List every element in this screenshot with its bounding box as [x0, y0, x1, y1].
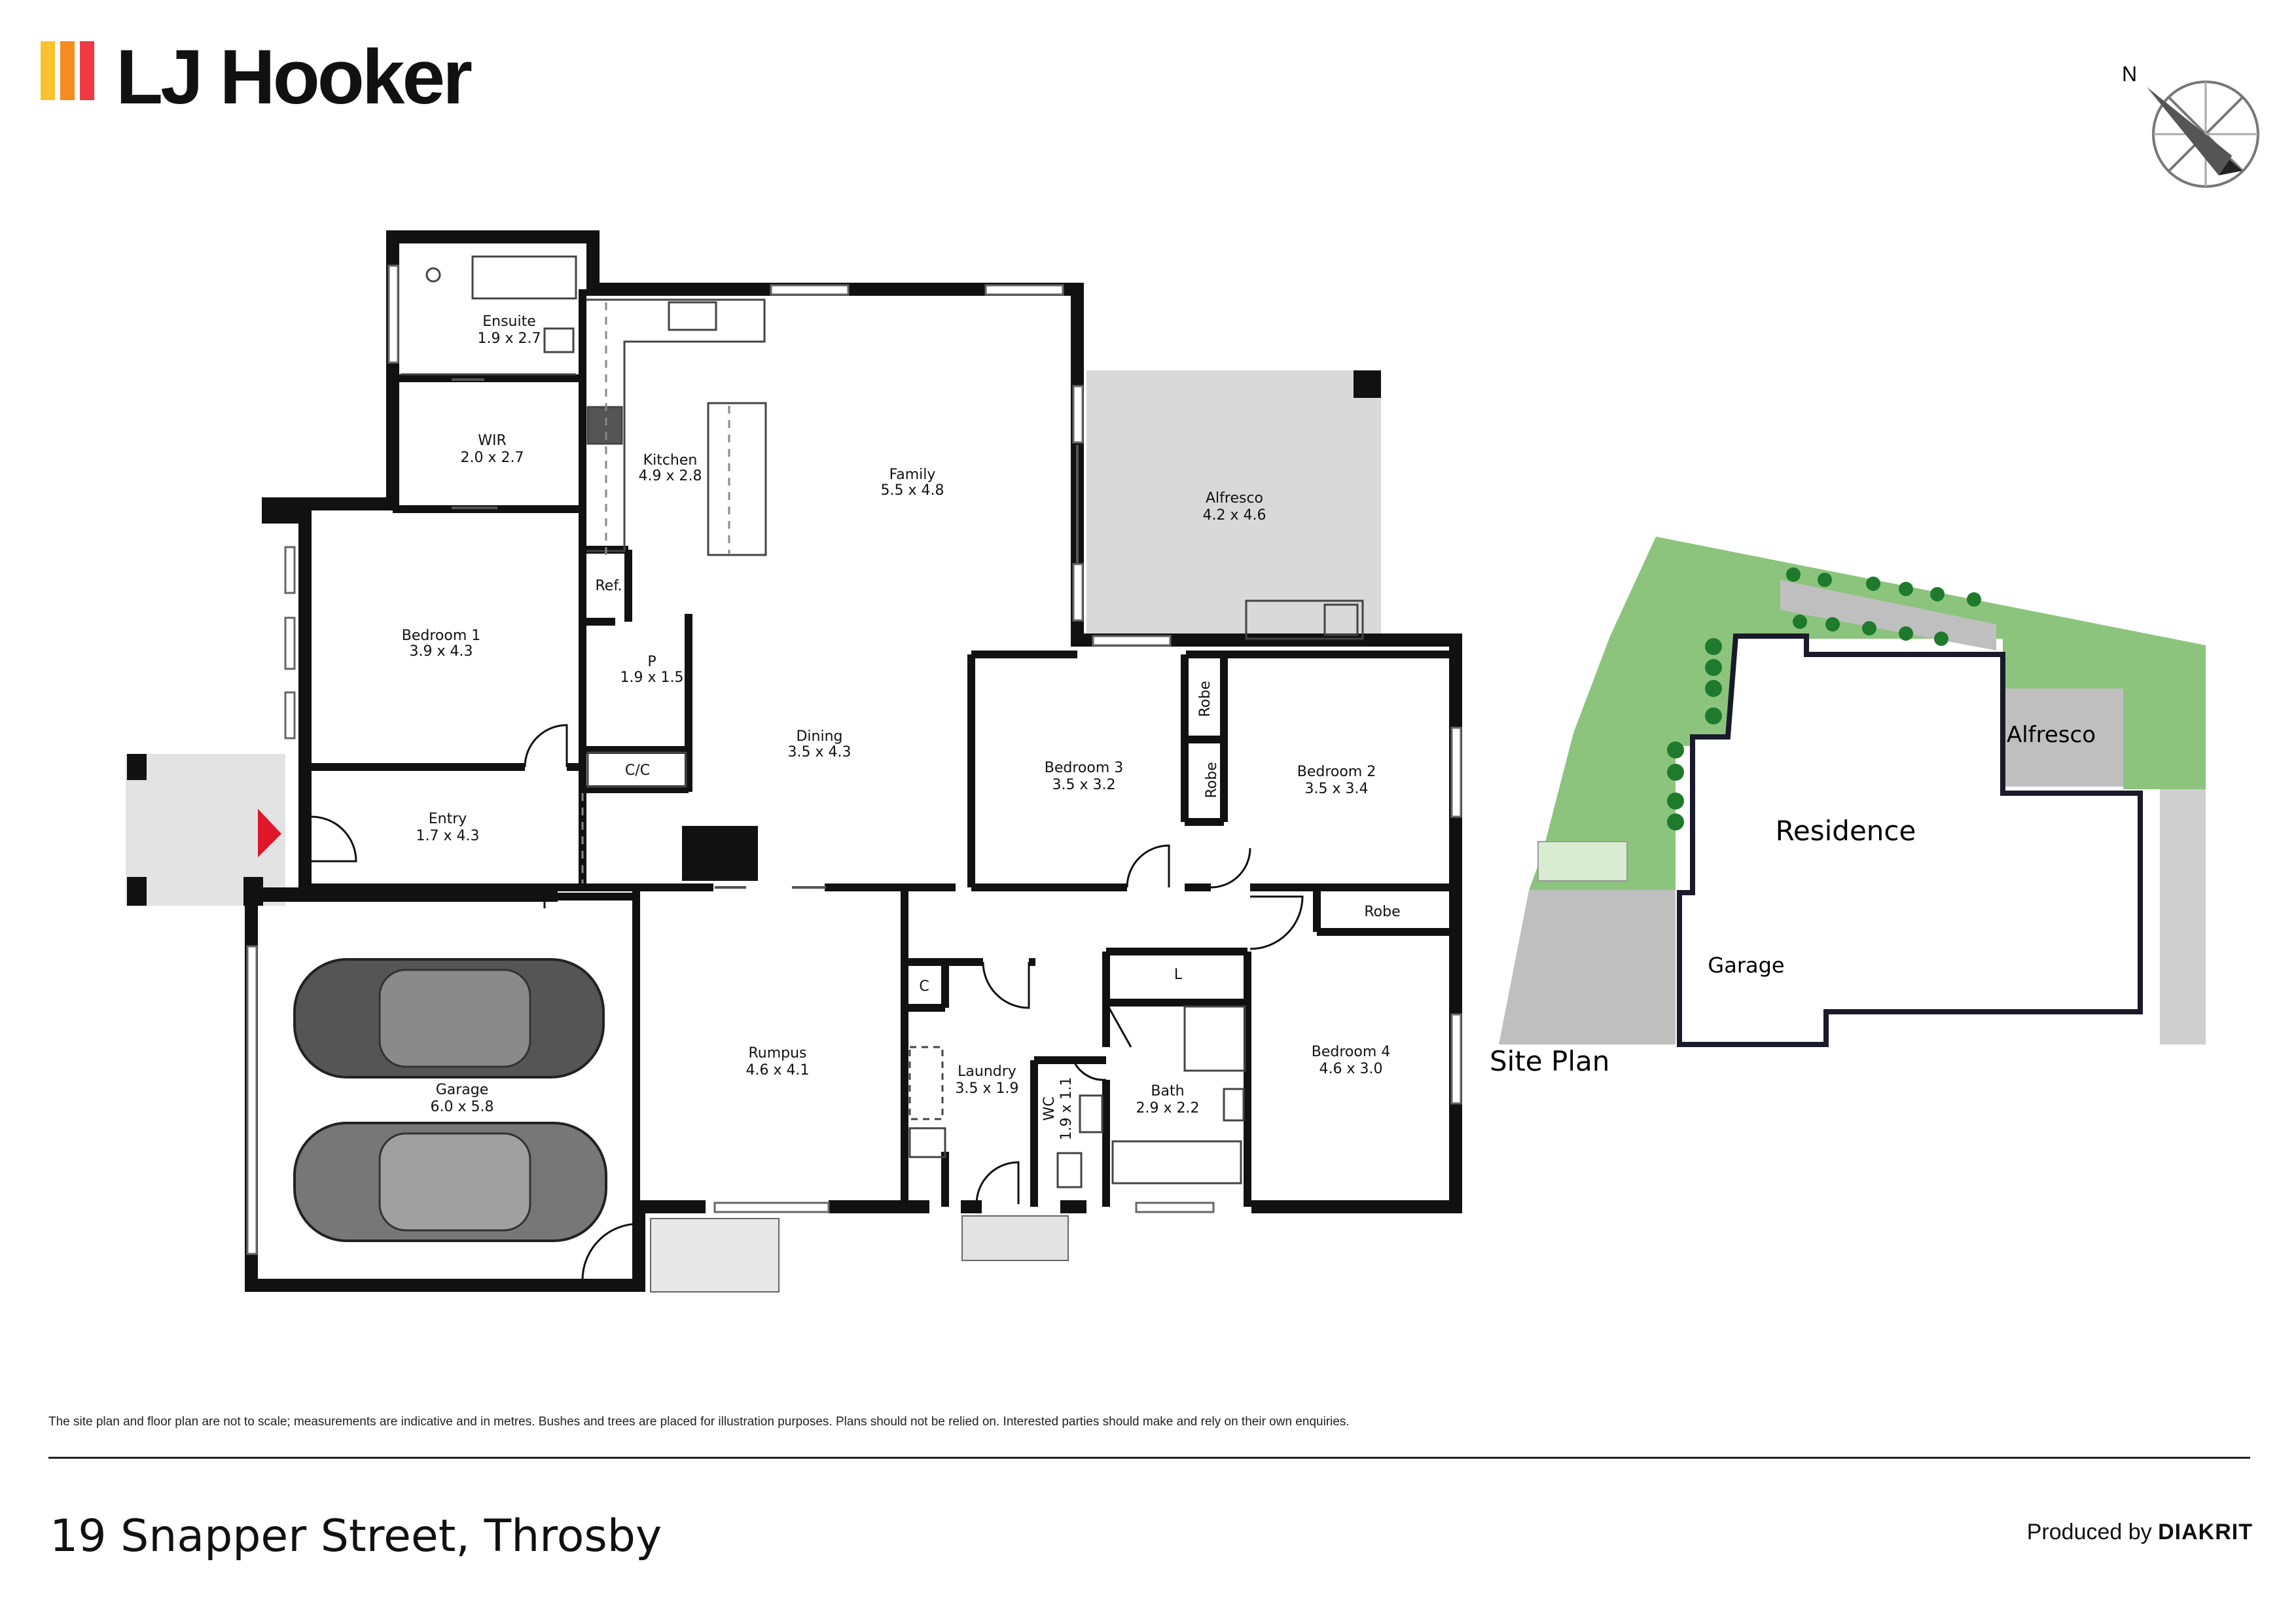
site-lawn [1529, 537, 2206, 1044]
site-plan: Residence Alfresco Garage Site Plan [1490, 537, 2206, 1077]
sliding-doors [452, 378, 1079, 889]
alfresco-post [1354, 370, 1381, 398]
laundry-step [961, 1215, 1069, 1261]
dining-label: Dining [796, 728, 842, 745]
cupboard-label: C [919, 978, 929, 995]
alfresco-label: Alfresco [1206, 490, 1263, 507]
producer-name: DIAKRIT [2158, 1520, 2253, 1544]
entry-arrow-icon [258, 809, 281, 857]
ref-label: Ref. [596, 578, 622, 594]
wir-label: WIR [478, 433, 507, 449]
dining-dims: 3.5 x 4.3 [788, 744, 852, 760]
bath-label: Bath [1151, 1083, 1184, 1099]
car-icon-bottom [293, 1122, 607, 1242]
entry-label: Entry [429, 811, 467, 827]
site-alfresco-label: Alfresco [2007, 722, 2096, 748]
alfresco-dims: 4.2 x 4.6 [1203, 507, 1266, 524]
logo-stripe-yellow [41, 41, 55, 100]
compass-north-label: N [2122, 62, 2137, 86]
site-side-path [2160, 789, 2206, 1044]
overhead-lines [581, 302, 730, 883]
doors [311, 724, 1304, 1281]
garage-step [650, 1218, 780, 1293]
garage-label: Garage [436, 1082, 489, 1098]
produced-by: Produced by DIAKRIT [2027, 1520, 2253, 1545]
family-dims: 5.5 x 4.8 [881, 482, 944, 499]
step-marker [682, 826, 758, 881]
kitchen-label: Kitchen [643, 452, 698, 469]
bedroom3-label: Bedroom 3 [1045, 760, 1124, 776]
floor-plan: Ensuite 1.9 x 2.7 WIR 2.0 x 2.7 Kitchen … [126, 230, 2206, 1293]
robe-b3-label: Robe [1197, 681, 1213, 717]
linen-label: L [1174, 967, 1183, 983]
bath-dims: 2.9 x 2.2 [1136, 1100, 1200, 1116]
pantry-label: P [647, 654, 656, 670]
footer-divider [48, 1457, 2250, 1459]
site-alfresco [2003, 688, 2123, 787]
laundry-dims: 3.5 x 1.9 [956, 1080, 1019, 1097]
wir-dims: 2.0 x 2.7 [461, 450, 524, 466]
cc-label: C/C [625, 762, 650, 779]
bath-fixtures [908, 1005, 1246, 1188]
produced-by-label: Produced by [2026, 1520, 2152, 1544]
ensuite-dims: 1.9 x 2.7 [478, 330, 541, 347]
logo-stripe-orange [60, 41, 75, 100]
family-label: Family [889, 467, 936, 483]
robe-b2-label: Robe [1204, 762, 1220, 798]
alfresco-area [1086, 370, 1381, 640]
disclaimer-text: The site plan and floor plan are not to … [48, 1415, 1350, 1429]
compass-icon: N [2122, 62, 2259, 188]
entry-dims: 1.7 x 4.3 [416, 828, 480, 844]
bedroom4-dims: 4.6 x 3.0 [1319, 1061, 1383, 1077]
site-residence-label: Residence [1776, 815, 1916, 847]
bedroom4-label: Bedroom 4 [1312, 1044, 1391, 1060]
site-trees [1667, 567, 1981, 830]
pantry-dims: 1.9 x 1.5 [620, 669, 684, 686]
kitchen-dims: 4.9 x 2.8 [639, 468, 702, 484]
ensuite-fixtures [401, 255, 577, 376]
ensuite-label: Ensuite [482, 313, 536, 330]
kitchen-fixtures [586, 298, 1364, 788]
rumpus-label: Rumpus [748, 1045, 806, 1061]
robe-b4-label: Robe [1364, 904, 1400, 920]
windows [246, 264, 1462, 1255]
site-driveway [1499, 890, 1676, 1044]
bedroom2-label: Bedroom 2 [1297, 764, 1376, 780]
garage-dims: 6.0 x 5.8 [431, 1099, 494, 1115]
site-residence-outline [1677, 633, 2143, 1047]
interior-walls [251, 289, 1456, 1207]
wc-label: WC [1041, 1096, 1058, 1120]
bedroom3-dims: 3.5 x 3.2 [1052, 777, 1116, 793]
room-labels: Ensuite 1.9 x 2.7 WIR 2.0 x 2.7 Kitchen … [402, 313, 1401, 1140]
bedroom1-dims: 3.9 x 4.3 [410, 643, 473, 660]
laundry-label: Laundry [958, 1063, 1016, 1080]
wc-dims: 1.9 x 1.1 [1058, 1077, 1075, 1141]
brand-name: LJ Hooker [116, 34, 473, 120]
property-address: 19 Snapper Street, Throsby [50, 1510, 662, 1562]
site-steps [1537, 841, 1628, 882]
car-icon-top [293, 958, 605, 1079]
bedroom1-label: Bedroom 1 [402, 628, 481, 644]
bedroom2-dims: 3.5 x 3.4 [1305, 781, 1369, 797]
logo-stripe-red [80, 41, 94, 100]
site-garage-label: Garage [1708, 953, 1784, 978]
rumpus-dims: 4.6 x 4.1 [746, 1062, 810, 1079]
site-plan-title: Site Plan [1490, 1045, 1609, 1077]
